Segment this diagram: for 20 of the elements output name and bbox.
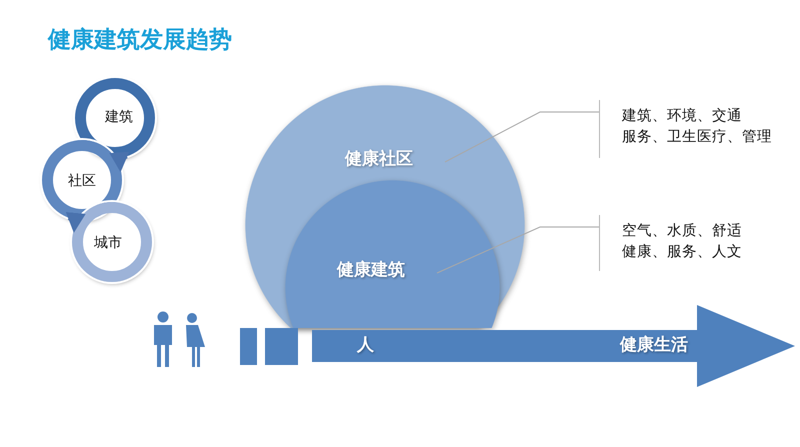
list-text: 建筑、环境、交通 — [622, 106, 742, 126]
ring-label: 城市 — [94, 234, 122, 252]
node-label: 人 — [357, 334, 374, 356]
ring-shape — [75, 78, 155, 158]
node-label: 健康建筑 — [337, 259, 405, 281]
leader-line — [444, 112, 600, 162]
list-text: 服务、卫生医疗、管理 — [622, 128, 772, 147]
arrow — [65, 212, 86, 233]
list-text: 空气、水质、舒适 — [622, 222, 742, 241]
node-label: 健康社区 — [345, 148, 413, 170]
title: 健康建筑发展趋势 — [48, 26, 232, 55]
leader-line — [436, 226, 600, 274]
ring-shape — [42, 140, 122, 220]
arrow — [110, 152, 130, 172]
arrow-band — [312, 305, 795, 387]
list-text: 健康、服务、人文 — [622, 242, 742, 262]
ring-label: 社区 — [68, 172, 96, 190]
ring-shape — [72, 202, 152, 282]
node-label: 健康生活 — [620, 334, 688, 356]
ring-label: 建筑 — [105, 108, 133, 126]
